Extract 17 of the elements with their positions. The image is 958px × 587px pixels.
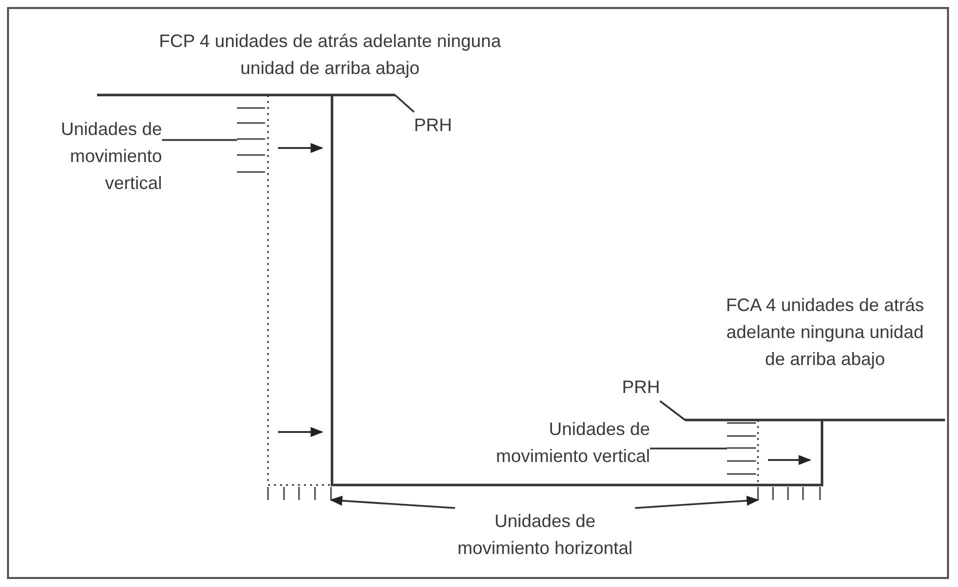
part-label: PRH (414, 112, 474, 139)
part-label: PRH (590, 374, 660, 401)
part-label: Unidades de movimiento horizontal (455, 508, 635, 562)
horizontal-unit-ticks (757, 487, 821, 500)
annotation-text: FCP 4 unidades de atrás adelante ninguna unidad de arriba abajo (158, 30, 502, 80)
arrow (330, 496, 456, 509)
annotation-text: FCA 4 unidades de atrás adelante ninguna unidad de arriba abajo (724, 294, 926, 371)
leader-line (394, 94, 415, 113)
vertical-unit-ticks (237, 107, 265, 173)
arrow (634, 496, 760, 509)
part-label: Unidades de movimiento vertical (10, 116, 162, 197)
leader-line (659, 400, 686, 421)
part-label: Unidades de movimiento vertical (470, 416, 650, 470)
horizontal-unit-ticks (267, 487, 332, 500)
leader-line (162, 139, 237, 141)
vertical-unit-ticks (727, 422, 756, 475)
leader-line (650, 448, 727, 450)
